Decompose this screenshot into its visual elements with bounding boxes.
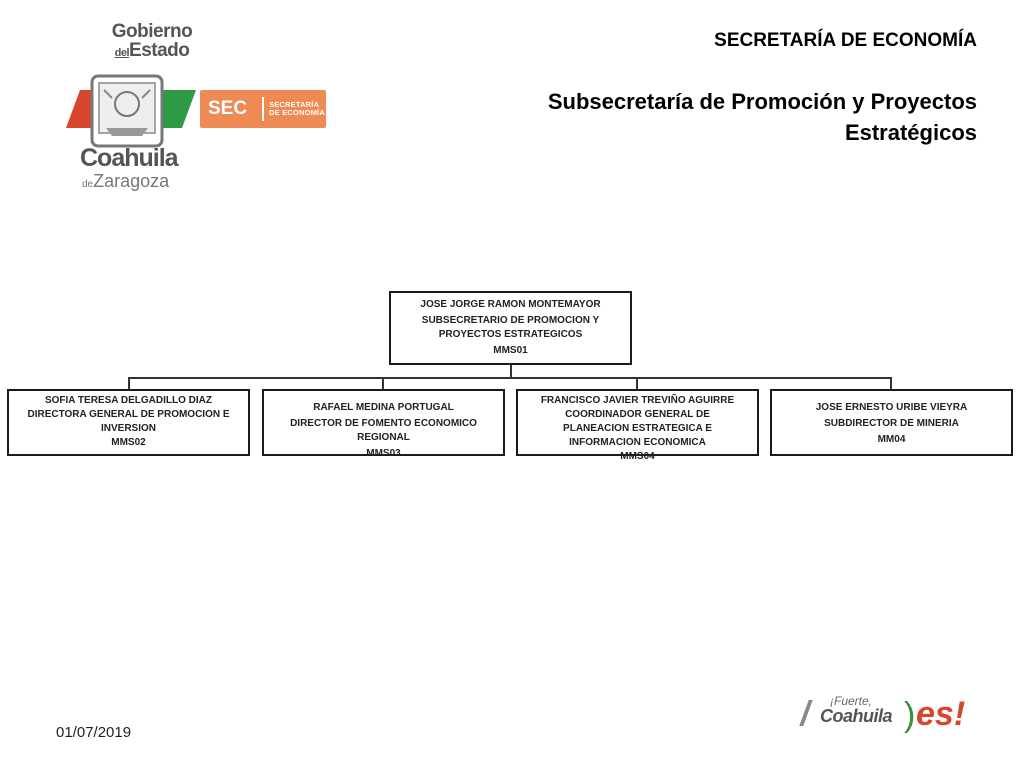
node-code: MMS02 xyxy=(111,437,146,448)
node-code: MMS01 xyxy=(493,345,528,356)
org-node-mineria: JOSE ERNESTO URIBE VIEYRA SUBDIRECTOR DE… xyxy=(770,389,1013,456)
coahuila-logo-text: Coahuila xyxy=(80,144,179,172)
node-name: JOSE ERNESTO URIBE VIEYRA xyxy=(815,402,968,413)
org-node-promocion-inversion: SOFIA TERESA DELGADILLO DIAZ DIRECTORA G… xyxy=(7,389,250,456)
connector-root-down xyxy=(510,364,512,378)
node-name: JOSE JORGE RAMON MONTEMAYOR xyxy=(420,299,601,310)
connector-child-3 xyxy=(636,377,638,389)
node-code: MM04 xyxy=(877,434,906,445)
sec-secretaria-logo: SEC SECRETARÍA DE ECONOMÍA xyxy=(200,90,326,128)
node-position: SUBDIRECTOR DE MINERIA xyxy=(824,418,959,429)
connector-child-4 xyxy=(890,377,892,389)
connector-child-2 xyxy=(382,377,384,389)
subsecretaria-title: Subsecretaría de Promoción y Proyectos E… xyxy=(547,89,977,145)
node-position: COORDINADOR GENERAL DE PLANEACION ESTRAT… xyxy=(563,409,712,448)
fuerte-coahuila-logo: ¡Fuerte, Coahuila ) es! xyxy=(799,694,982,738)
gobierno-coahuila-logo: Gobierno delEstado SEC SECRETARÍA DE ECO… xyxy=(62,22,342,194)
node-code: MMS04 xyxy=(620,451,655,462)
node-name: SOFIA TERESA DELGADILLO DIAZ xyxy=(44,395,213,406)
node-name: FRANCISCO JAVIER TREVIÑO AGUIRRE xyxy=(540,395,735,406)
coat-of-arms-icon xyxy=(90,74,164,148)
node-name: RAFAEL MEDINA PORTUGAL xyxy=(313,402,454,413)
node-position: DIRECTORA GENERAL DE PROMOCION E INVERSI… xyxy=(27,409,230,434)
date-label: 01/07/2019 xyxy=(56,724,132,741)
node-position: SUBSECRETARIO DE PROMOCION Y PROYECTOS E… xyxy=(421,315,600,340)
slash-mark-icon xyxy=(799,700,813,726)
gobierno-del-estado-text: Gobierno delEstado xyxy=(111,21,193,61)
org-node-fomento-economico: RAFAEL MEDINA PORTUGAL DIRECTOR DE FOMEN… xyxy=(262,389,505,459)
connector-child-1 xyxy=(128,377,130,389)
secretaria-title: SECRETARÍA DE ECONOMÍA xyxy=(714,30,977,51)
parenthesis-mark-icon: ) xyxy=(904,696,916,734)
org-node-planeacion-estrategica: FRANCISCO JAVIER TREVIÑO AGUIRRE COORDIN… xyxy=(516,389,759,462)
zaragoza-logo-text: deZaragoza xyxy=(82,171,170,191)
org-node-subsecretario: JOSE JORGE RAMON MONTEMAYOR SUBSECRETARI… xyxy=(389,291,632,365)
connector-horizontal xyxy=(128,377,892,379)
node-code: MMS03 xyxy=(366,448,401,459)
node-position: DIRECTOR DE FOMENTO ECONOMICO REGIONAL xyxy=(290,418,477,443)
